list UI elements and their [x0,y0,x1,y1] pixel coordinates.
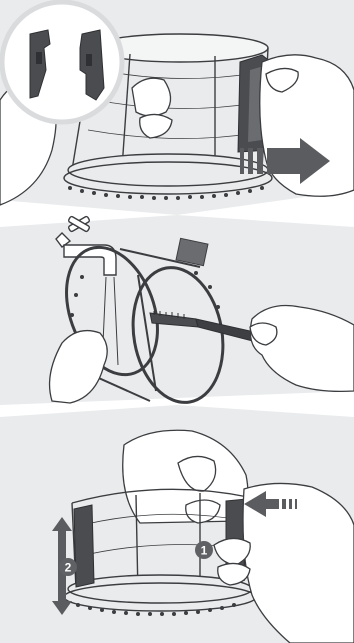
panel-insert-wipers: 1 2 [0,405,354,643]
panel-remove-wipers-illustration [0,0,354,215]
step-badge-1: 1 [195,541,213,559]
detail-inset-icon [2,2,122,122]
step-badge-label: 1 [201,544,208,558]
panel-remove-wipers [0,0,354,215]
panel-rinse-brush [0,215,354,405]
step-badge-label: 2 [65,561,72,575]
step-badge-2: 2 [59,558,77,576]
panel-insert-wipers-illustration: 1 2 [0,405,354,643]
panel-rinse-brush-illustration [0,215,354,405]
